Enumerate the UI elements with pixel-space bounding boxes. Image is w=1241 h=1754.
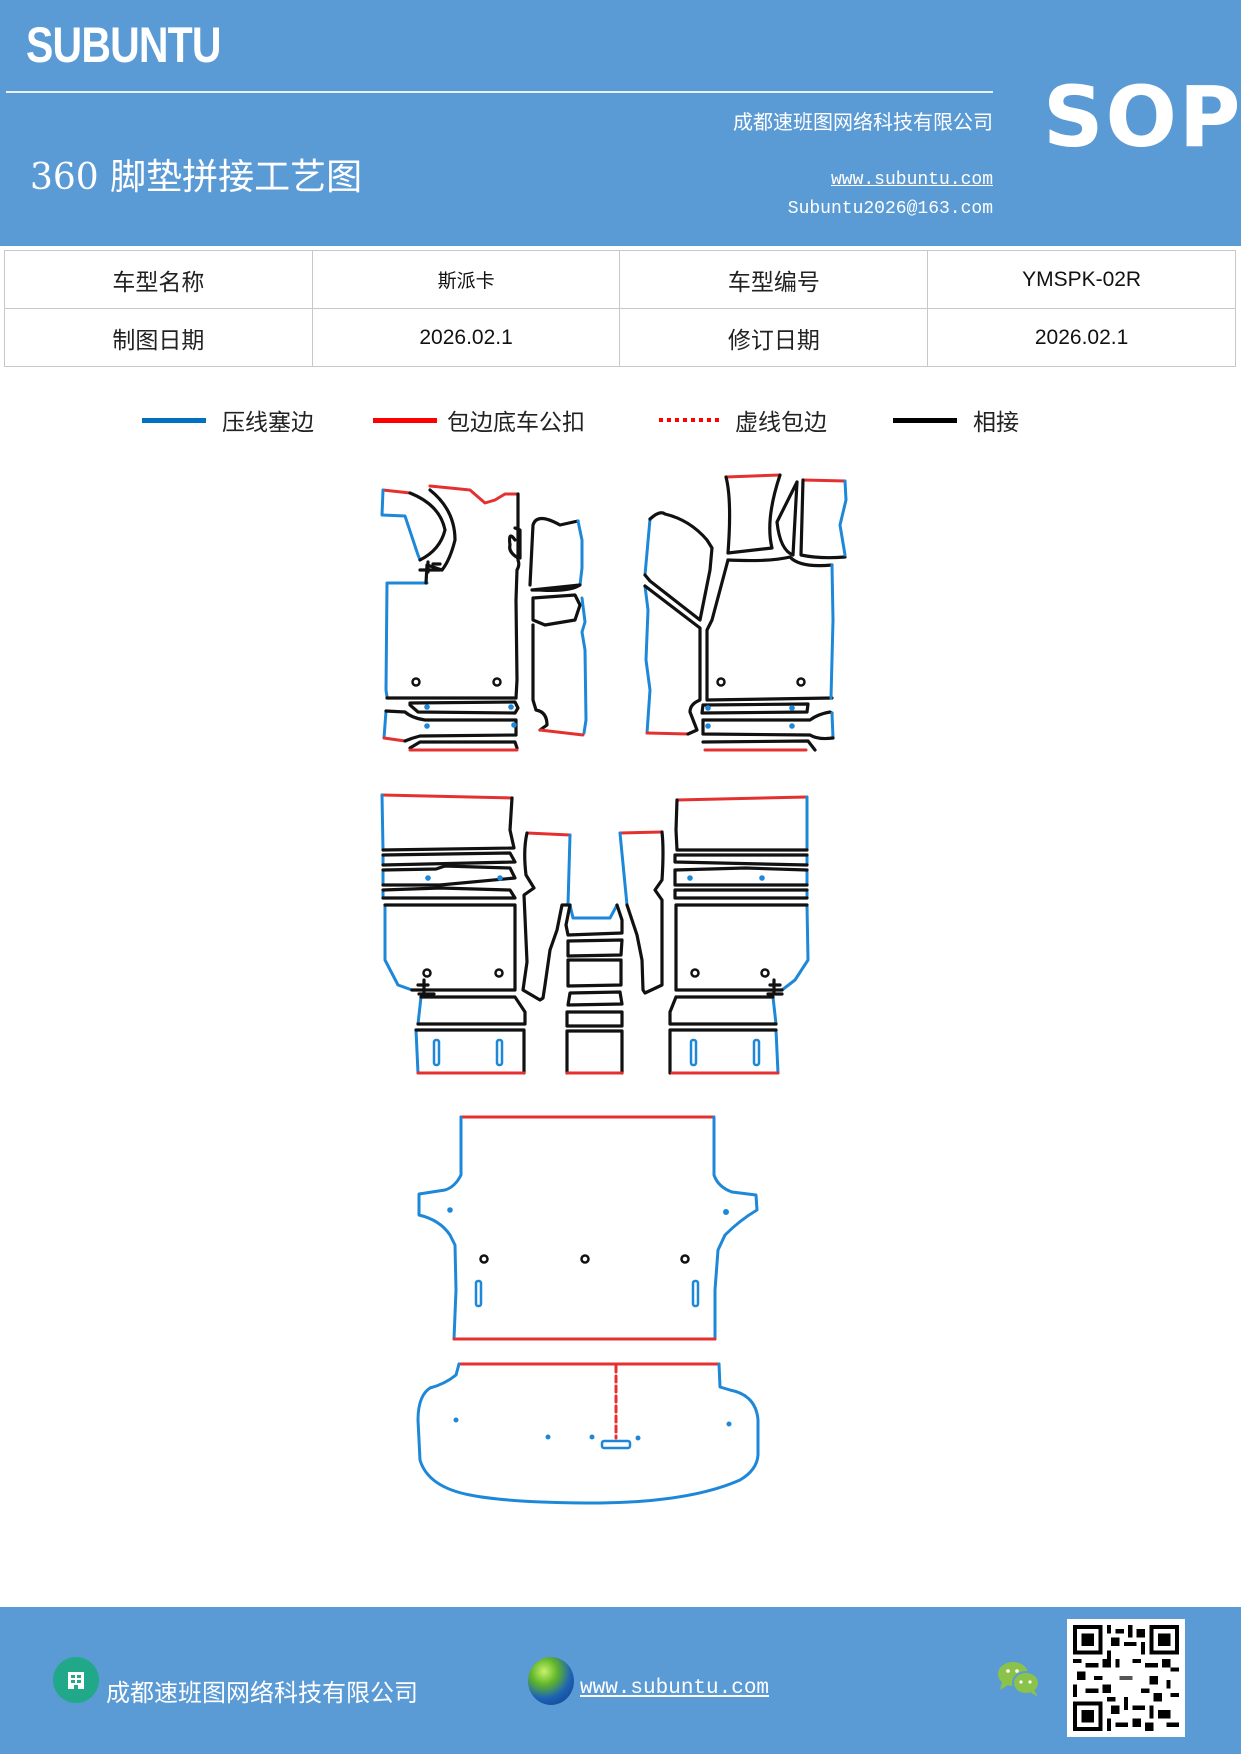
legend-item-joint: 相接 — [893, 402, 1019, 438]
legend-item-wrap-edge: 包边底车公扣 — [373, 402, 585, 438]
front-right-mat — [643, 473, 848, 752]
line-legend: 压线塞边 包边底车公扣 虚线包边 相接 — [0, 402, 1241, 438]
email-address: Subuntu2026@163.com — [787, 199, 993, 219]
table-row: 制图日期 2026.02.1 修订日期 2026.02.1 — [4, 308, 1236, 367]
wechat-icon[interactable] — [996, 1659, 1042, 1699]
black-line-swatch — [893, 417, 957, 423]
legend-item-dotted-wrap: 虚线包边 — [659, 402, 827, 438]
cargo-mat — [417, 1115, 759, 1341]
red-line-swatch — [373, 417, 437, 423]
red-dotted-swatch — [659, 418, 719, 422]
floor-mat-diagram: .b { stroke: #1e88d8; stroke-width: 3; f… — [380, 473, 848, 1505]
model-code-value: YMSPK-02R — [927, 250, 1236, 309]
website-link[interactable]: www.subuntu.com — [830, 170, 993, 190]
brand-logo: SUBUNTU — [26, 17, 222, 73]
building-icon — [53, 1657, 99, 1703]
page-title: 360 脚垫拼接工艺图 — [30, 157, 363, 198]
footer-website-link[interactable]: www.subuntu.com — [580, 1677, 770, 1700]
qr-code — [1067, 1619, 1185, 1737]
sop-badge: SOP — [1043, 68, 1241, 166]
footer-company-name: 成都速班图网络科技有限公司 — [106, 1679, 418, 1707]
cargo-extension-mat — [416, 1362, 760, 1505]
drawing-date-value: 2026.02.1 — [311, 308, 621, 367]
footer-banner: 成都速班图网络科技有限公司 www.subuntu.com — [0, 1607, 1241, 1754]
vehicle-info-table: 车型名称 斯派卡 车型编号 YMSPK-02R 制图日期 2026.02.1 修… — [4, 250, 1236, 367]
header-banner: SUBUNTU 360 脚垫拼接工艺图 成都速班图网络科技有限公司 www.su… — [0, 0, 1241, 246]
legend-label: 包边底车公扣 — [447, 410, 585, 436]
drawing-date-label: 制图日期 — [4, 308, 313, 367]
revision-date-value: 2026.02.1 — [927, 308, 1236, 367]
legend-label: 压线塞边 — [222, 410, 314, 436]
legend-item-press-edge: 压线塞边 — [142, 402, 314, 438]
legend-label: 相接 — [973, 410, 1019, 436]
revision-date-label: 修订日期 — [619, 308, 929, 367]
model-name-label: 车型名称 — [4, 250, 313, 309]
rear-left-mat — [380, 793, 527, 1075]
rear-right-mat — [668, 795, 810, 1075]
model-code-label: 车型编号 — [619, 250, 929, 309]
model-name-value: 斯派卡 — [311, 250, 621, 309]
globe-icon — [528, 1657, 574, 1705]
header-divider — [6, 91, 993, 93]
blue-line-swatch — [142, 417, 206, 423]
front-left-mat — [380, 484, 588, 752]
legend-label: 虚线包边 — [735, 410, 827, 436]
rear-center-mats — [521, 830, 665, 1075]
table-row: 车型名称 斯派卡 车型编号 YMSPK-02R — [4, 250, 1236, 309]
company-name: 成都速班图网络科技有限公司 — [733, 110, 993, 134]
